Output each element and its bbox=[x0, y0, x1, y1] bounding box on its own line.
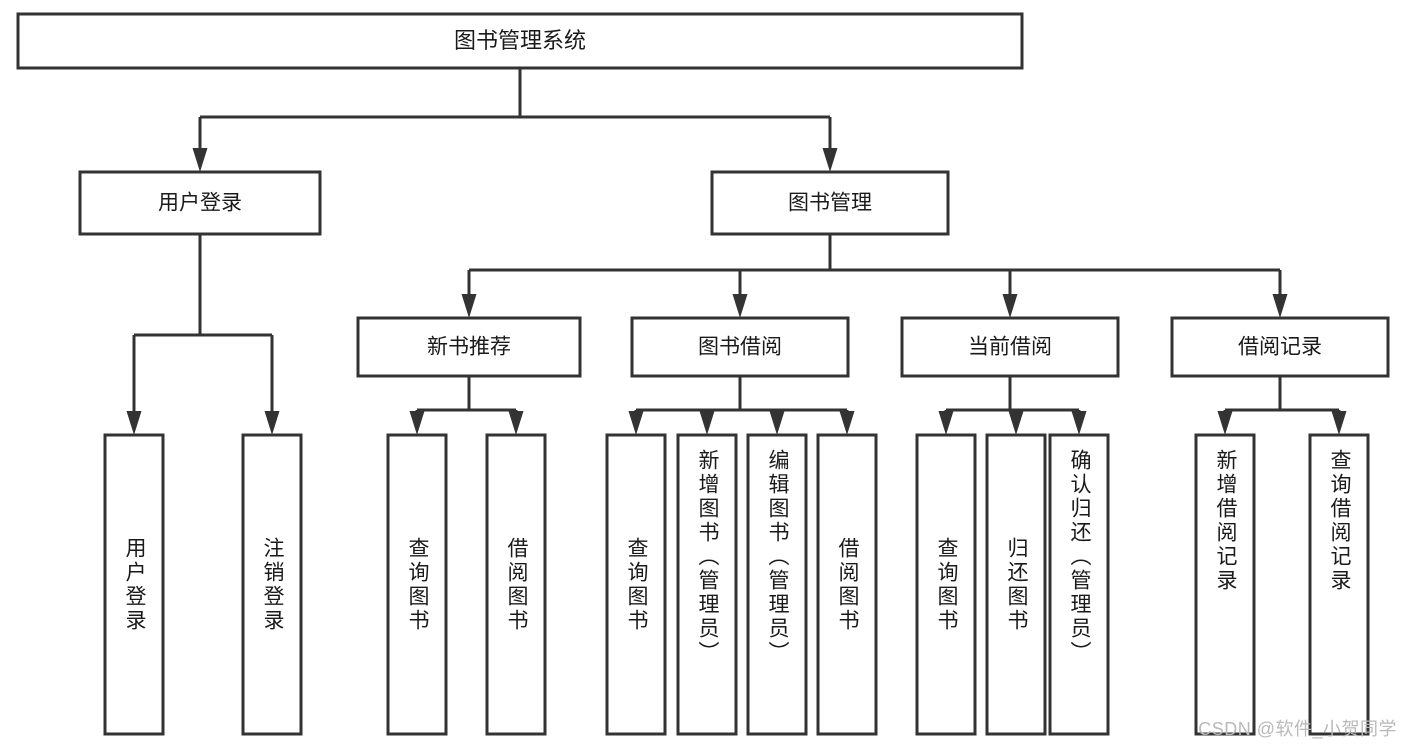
borrow-record-fan-branch-0-arrowhead bbox=[1217, 411, 1233, 435]
node-borrow-record-label: 借阅记录 bbox=[1238, 336, 1322, 359]
node-root[interactable]: 图书管理系统 bbox=[16, 12, 1024, 70]
new-book-recommend-fan-branch-0-arrowhead bbox=[409, 411, 425, 435]
node-root-label: 图书管理系统 bbox=[454, 28, 586, 53]
user-login-fan-branch-1-arrowhead bbox=[264, 411, 280, 435]
node-leaf-return-book[interactable] bbox=[985, 433, 1047, 736]
node-new-book-recommend[interactable]: 新书推荐 bbox=[356, 316, 582, 378]
node-leaf-query-book-3[interactable] bbox=[915, 433, 977, 736]
node-book-borrow-label: 图书借阅 bbox=[698, 336, 782, 359]
borrow-record-fan-branch-1-arrowhead bbox=[1331, 411, 1347, 435]
node-leaf-add-book[interactable] bbox=[676, 433, 738, 736]
node-user-login-label: 用户登录 bbox=[158, 192, 242, 215]
book-manage-fan-branch-0-arrowhead bbox=[461, 294, 477, 318]
node-user-login[interactable]: 用户登录 bbox=[78, 170, 322, 236]
node-leaf-add-record[interactable] bbox=[1194, 433, 1256, 736]
book-borrow-fan-branch-1-arrowhead bbox=[699, 411, 715, 435]
node-leaf-edit-book[interactable] bbox=[746, 433, 808, 736]
root-fan-branch-1-arrowhead bbox=[822, 148, 838, 172]
user-login-fan-branch-0-arrowhead bbox=[126, 411, 142, 435]
node-leaf-query-book-2[interactable] bbox=[605, 433, 667, 736]
node-book-manage-label: 图书管理 bbox=[788, 192, 872, 215]
book-manage-fan-branch-2-arrowhead bbox=[1002, 294, 1018, 318]
csdn-watermark: CSDN @软件_小贺同学 bbox=[1198, 719, 1397, 739]
node-leaf-logout[interactable] bbox=[241, 433, 303, 736]
current-borrow-fan-branch-1-arrowhead bbox=[1008, 411, 1024, 435]
book-borrow-fan-branch-3-arrowhead bbox=[839, 411, 855, 435]
node-leaf-confirm-return[interactable] bbox=[1048, 433, 1110, 736]
book-manage-fan-branch-3-arrowhead bbox=[1272, 294, 1288, 318]
new-book-recommend-fan-branch-1-arrowhead bbox=[508, 411, 524, 435]
book-borrow-fan-branch-0-arrowhead bbox=[628, 411, 644, 435]
node-new-book-recommend-label: 新书推荐 bbox=[427, 336, 511, 359]
book-borrow-fan-branch-2-arrowhead bbox=[769, 411, 785, 435]
book-manage-fan-branch-1-arrowhead bbox=[732, 294, 748, 318]
root-fan-branch-0-arrowhead bbox=[192, 148, 208, 172]
node-current-borrow[interactable]: 当前借阅 bbox=[900, 316, 1120, 378]
node-borrow-record[interactable]: 借阅记录 bbox=[1170, 316, 1390, 378]
node-leaf-borrow-book-2[interactable] bbox=[816, 433, 878, 736]
node-leaf-query-record[interactable] bbox=[1308, 433, 1370, 736]
current-borrow-fan-branch-0-arrowhead bbox=[938, 411, 954, 435]
node-book-manage[interactable]: 图书管理 bbox=[710, 170, 950, 236]
node-book-borrow[interactable]: 图书借阅 bbox=[630, 316, 850, 378]
node-leaf-query-book-1[interactable] bbox=[386, 433, 448, 736]
node-current-borrow-label: 当前借阅 bbox=[968, 336, 1052, 359]
current-borrow-fan-branch-2-arrowhead bbox=[1071, 411, 1087, 435]
node-leaf-borrow-book-1[interactable] bbox=[485, 433, 547, 736]
connector-layer bbox=[126, 68, 1347, 435]
node-leaf-user-login[interactable] bbox=[103, 433, 165, 736]
